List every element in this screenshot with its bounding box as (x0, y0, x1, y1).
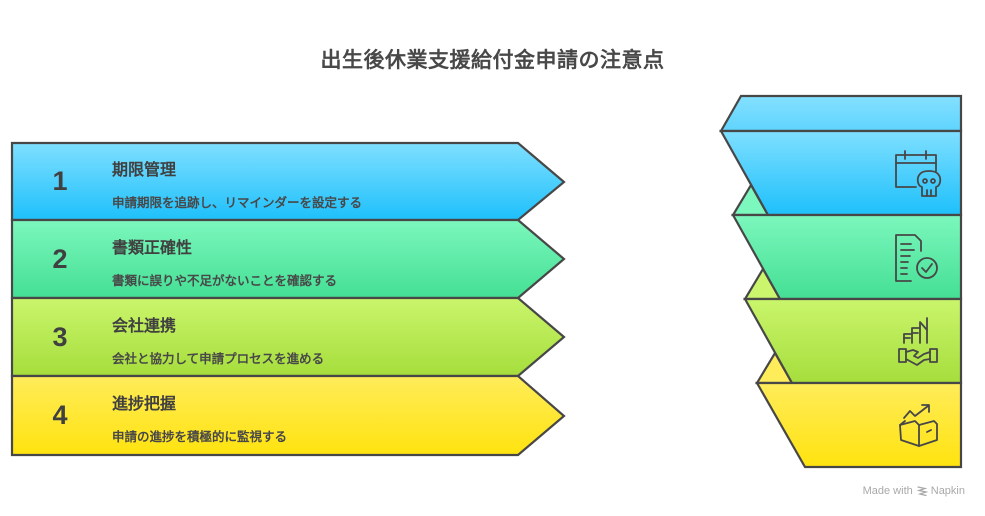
diagram-title: 出生後休業支援給付金申請の注意点 (320, 48, 665, 72)
document-check-icon (895, 234, 938, 282)
box-trend-up-icon (899, 404, 938, 447)
row-2-arrow (10, 218, 566, 300)
watermark-brand: Napkin (930, 485, 965, 497)
building-handshake-icon (898, 317, 938, 366)
row-1-description: 申請期限を追跡し、リマインダーを設定する (112, 195, 363, 210)
block-4 (755, 381, 963, 469)
watermark-prefix: Made with (862, 485, 913, 497)
row-4-number: 4 (52, 400, 68, 430)
row-2-title: 書類正確性 (112, 238, 193, 257)
calendar-skull-icon (895, 150, 942, 197)
row-3-number: 3 (52, 322, 68, 352)
row-3-arrow (10, 296, 566, 378)
napkin-logo-icon (916, 486, 928, 497)
row-1-title: 期限管理 (112, 160, 177, 179)
row-1-number: 1 (52, 166, 68, 196)
row-4-description: 申請の進捗を積極的に監視する (112, 429, 288, 444)
napkin-watermark[interactable]: Made with Napkin (863, 485, 965, 497)
row-1-arrow (10, 141, 566, 222)
row-3-description: 会社と協力して申請プロセスを進める (112, 351, 325, 366)
row-4-title: 進捗把握 (112, 394, 177, 413)
row-4-arrow (10, 374, 566, 457)
row-2-number: 2 (52, 244, 68, 274)
row-3-title: 会社連携 (112, 316, 177, 335)
row-2-description: 書類に誤りや不足がないことを確認する (112, 273, 338, 288)
block-1-cap (719, 94, 963, 133)
